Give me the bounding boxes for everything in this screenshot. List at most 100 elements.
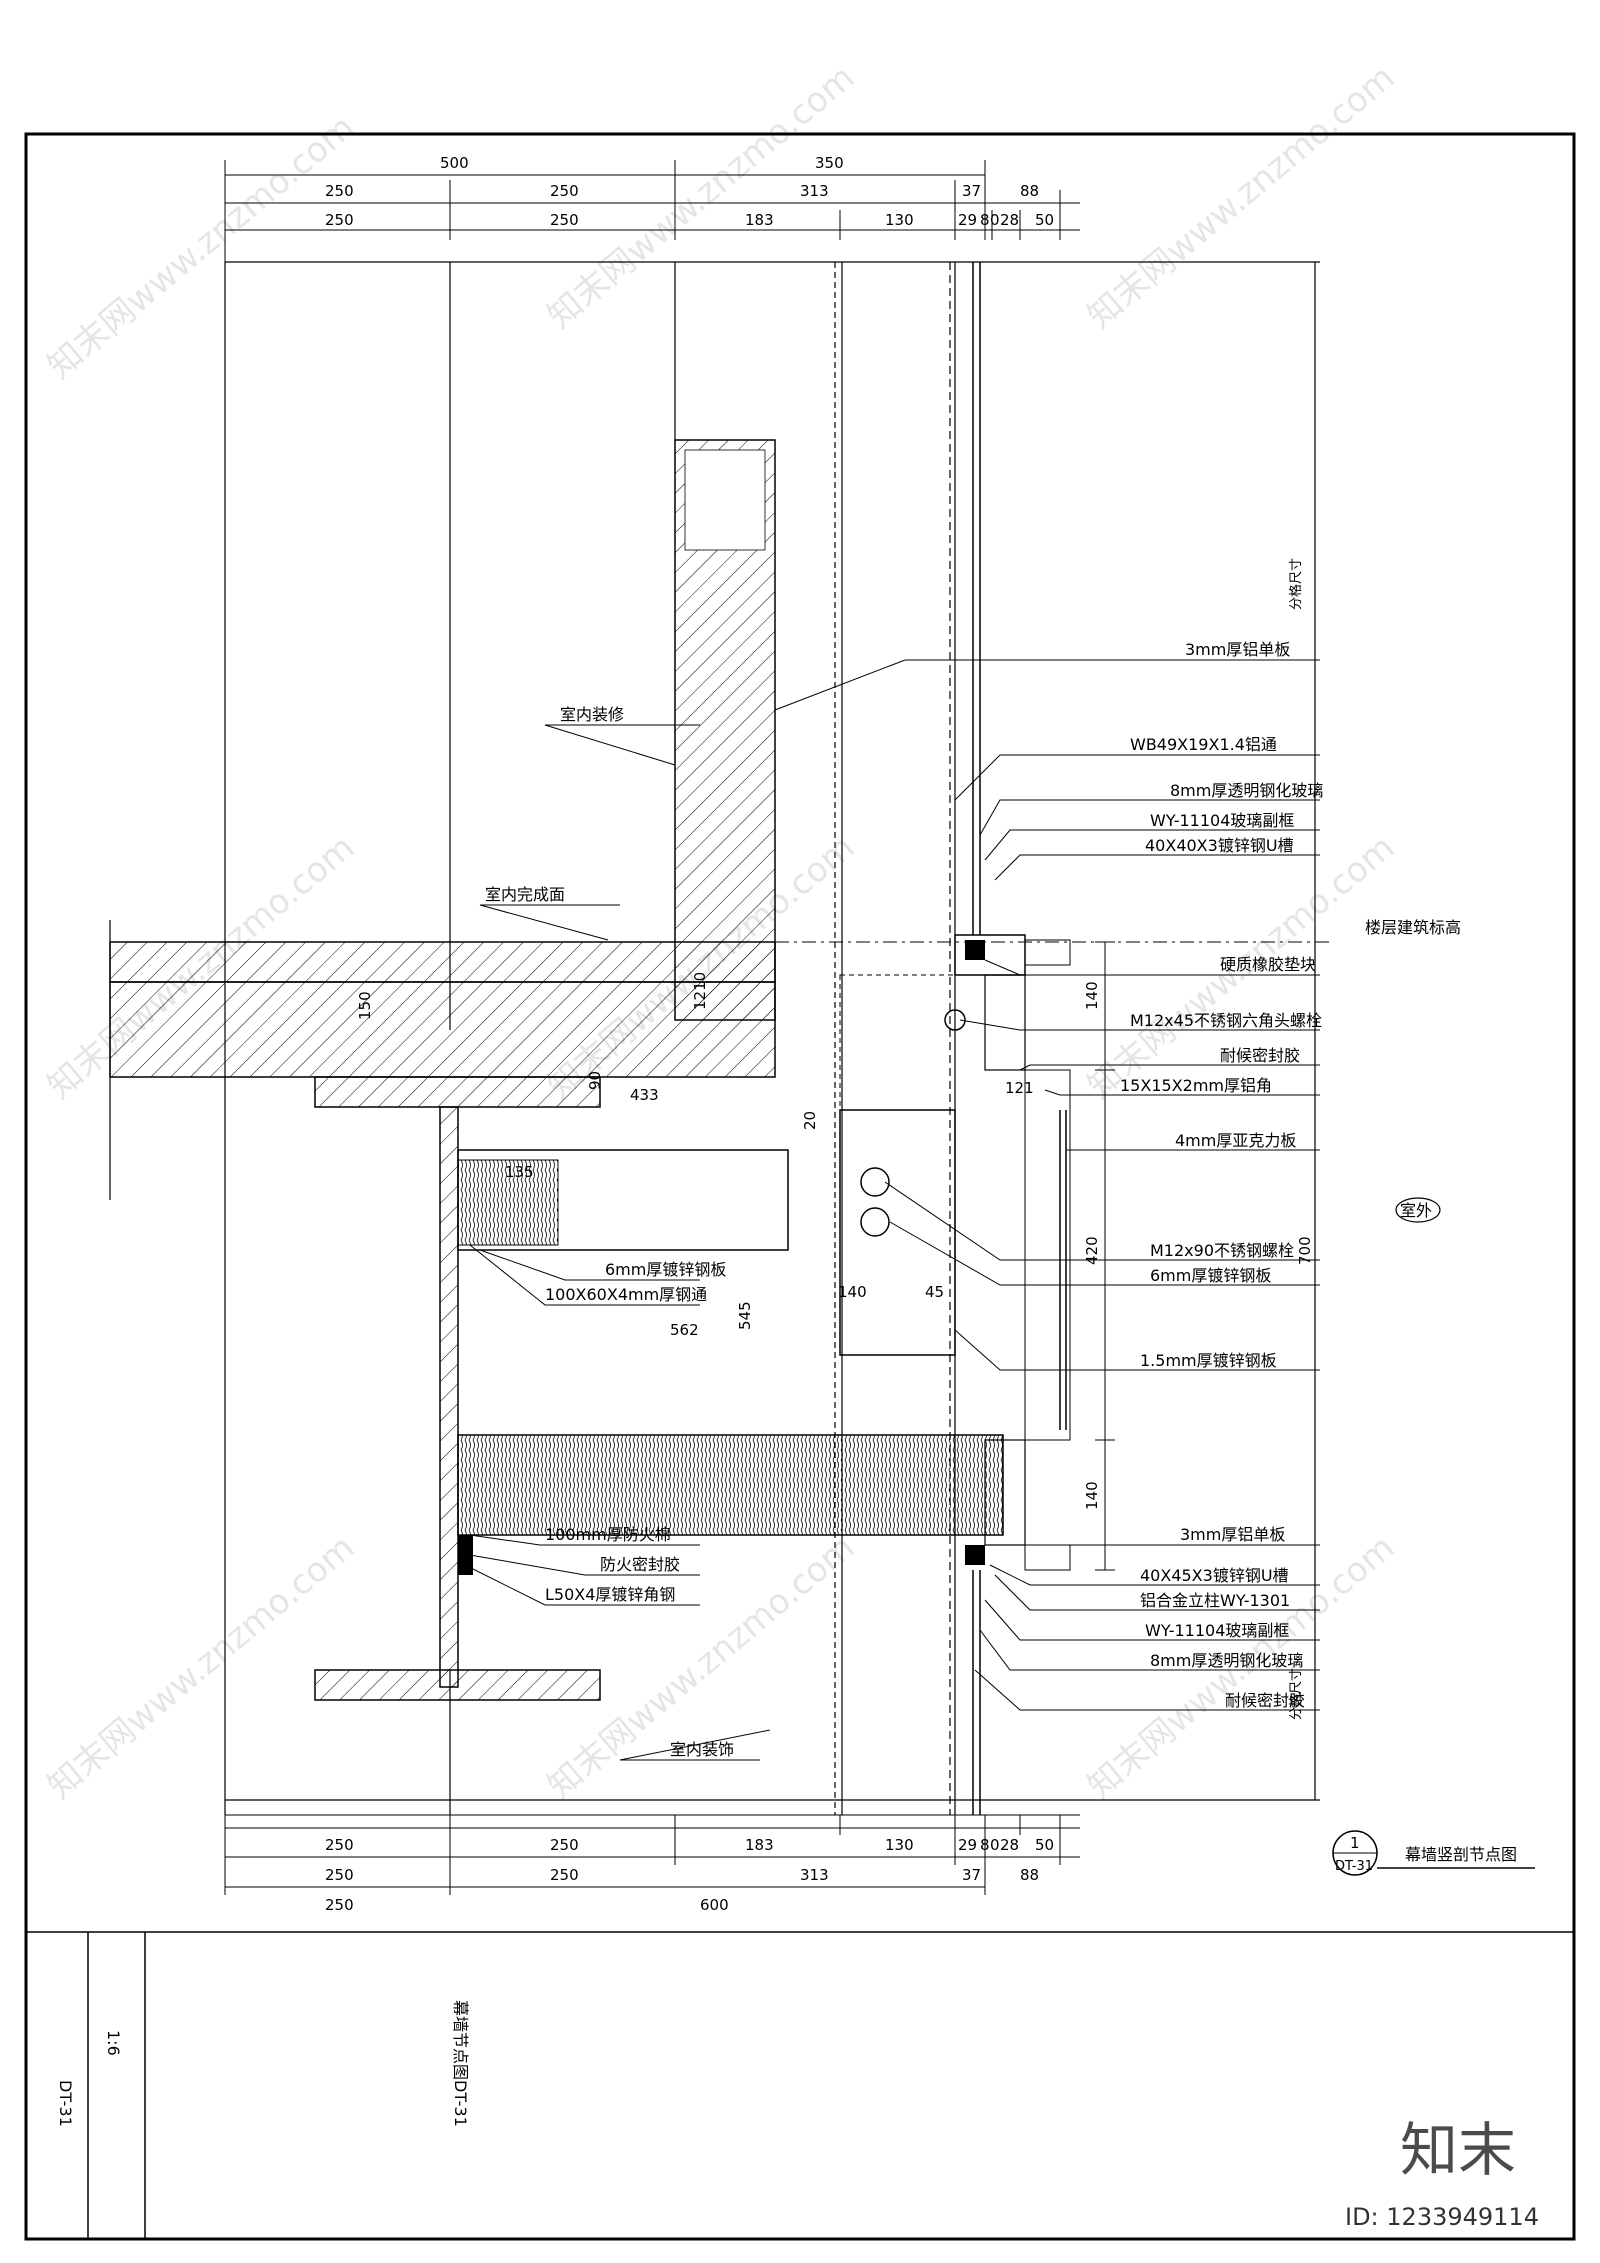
- callout-m12x90-bolt: M12x90不锈钢螺栓: [1150, 1241, 1294, 1260]
- detail-tag: 1 DT-31 幕墙竖剖节点图: [1332, 1830, 1535, 1876]
- callout-steel-tube: 100X60X4mm厚钢通: [545, 1285, 707, 1304]
- bolt-m12x90-upper: [860, 1167, 890, 1197]
- svg-text:37: 37: [962, 1866, 981, 1884]
- outside-marker: [1395, 1197, 1441, 1223]
- floor-finish-layer: [109, 941, 776, 983]
- svg-text:知末网www.znzmo.com: 知末网www.znzmo.com: [40, 1527, 362, 1806]
- svg-text:130: 130: [885, 1836, 914, 1854]
- callout-aluminum-angle: 15X15X2mm厚铝角: [1120, 1076, 1272, 1095]
- callout-finish-surface: 室内完成面: [485, 885, 565, 904]
- bolt-m12x45: [944, 1009, 966, 1031]
- internal-dims: 150 1210 433 90 20 135 562 545 140 45 12…: [356, 972, 1034, 1339]
- svg-text:50: 50: [1035, 211, 1054, 229]
- svg-text:88: 88: [1020, 182, 1039, 200]
- svg-text:分格尺寸: 分格尺寸: [1288, 558, 1304, 610]
- watermark-id: ID: 1233949114: [1345, 2203, 1539, 2231]
- svg-text:313: 313: [800, 1866, 829, 1884]
- svg-text:250: 250: [325, 1896, 354, 1914]
- svg-text:20: 20: [801, 1111, 819, 1130]
- detail-title: 幕墙竖剖节点图: [1405, 1845, 1517, 1864]
- svg-text:700: 700: [1296, 1236, 1314, 1265]
- callout-floor-level: 楼层建筑标高: [1365, 918, 1461, 937]
- sheet-title: 幕墙节点图DT-31: [451, 2000, 470, 2127]
- rubber-pad-top: [965, 940, 985, 960]
- svg-text:知末网www.znzmo.com: 知末网www.znzmo.com: [1080, 57, 1402, 336]
- svg-text:500: 500: [440, 154, 469, 172]
- callout-u-channel-bottom: 40X45X3镀锌钢U槽: [1140, 1566, 1289, 1585]
- top-dim-text: 500 350 250 250 313 37 88 250 250 183 13…: [325, 154, 1054, 229]
- concrete-slab: [109, 981, 776, 1078]
- svg-text:88: 88: [1020, 1866, 1039, 1884]
- svg-text:29: 29: [958, 211, 977, 229]
- outside-label: 室外: [1400, 1201, 1432, 1220]
- callout-aluminum-panel-top: 3mm厚铝单板: [1185, 640, 1290, 659]
- bottom-dim-text: 250 250 183 130 29 8 0 28 50 250 250 313…: [325, 1836, 1054, 1914]
- svg-text:250: 250: [325, 1836, 354, 1854]
- glass-panes: [972, 262, 1067, 1815]
- svg-text:433: 433: [630, 1086, 659, 1104]
- svg-text:600: 600: [700, 1896, 729, 1914]
- svg-text:8: 8: [980, 211, 990, 229]
- bracket-plate: [839, 1109, 956, 1356]
- callout-interior-finish: 室内装修: [560, 705, 624, 724]
- callout-aluminum-tube: WB49X19X1.4铝通: [1130, 735, 1277, 754]
- svg-text:250: 250: [550, 182, 579, 200]
- svg-text:知末网www.znzmo.com: 知末网www.znzmo.com: [540, 1527, 862, 1806]
- callout-hex-bolt: M12x45不锈钢六角头螺栓: [1130, 1011, 1322, 1030]
- svg-text:250: 250: [550, 211, 579, 229]
- svg-text:150: 150: [356, 991, 374, 1020]
- svg-text:313: 313: [800, 182, 829, 200]
- callout-tempered-glass-bottom: 8mm厚透明钢化玻璃: [1150, 1651, 1303, 1670]
- galvanized-plate-6mm: [457, 1159, 559, 1246]
- svg-text:183: 183: [745, 211, 774, 229]
- svg-text:250: 250: [325, 1866, 354, 1884]
- svg-text:350: 350: [815, 154, 844, 172]
- svg-text:250: 250: [325, 211, 354, 229]
- aluminum-panel-upper: [1024, 939, 1071, 966]
- svg-text:121: 121: [1005, 1079, 1034, 1097]
- svg-text:140: 140: [1083, 1481, 1101, 1510]
- svg-text:8: 8: [980, 1836, 990, 1854]
- svg-text:29: 29: [958, 1836, 977, 1854]
- scale-text: 1:6: [104, 2030, 123, 2056]
- leader-lines: [464, 659, 1320, 1761]
- svg-text:545: 545: [736, 1301, 754, 1330]
- svg-text:250: 250: [550, 1836, 579, 1854]
- callout-angle-steel: L50X4厚镀锌角钢: [545, 1585, 675, 1604]
- svg-text:562: 562: [670, 1321, 699, 1339]
- svg-text:420: 420: [1083, 1236, 1101, 1265]
- angle-steel-l50x4: [458, 1535, 473, 1575]
- callout-steel-plate-1-5mm: 1.5mm厚镀锌钢板: [1140, 1351, 1277, 1370]
- acrylic-panel-frame: [1024, 1069, 1071, 1441]
- callout-interior-decoration: 室内装饰: [670, 1740, 734, 1759]
- mullion-body-lower: [984, 1439, 1026, 1546]
- beam-bottom-flange: [314, 1669, 601, 1701]
- callout-sealant-top: 耐候密封胶: [1220, 1046, 1300, 1065]
- fireproof-wool-100mm: [457, 1434, 1004, 1536]
- mullion-body-upper: [984, 974, 1026, 1071]
- callout-acrylic-panel: 4mm厚亚克力板: [1175, 1131, 1296, 1150]
- svg-text:37: 37: [962, 182, 981, 200]
- right-callouts: 3mm厚铝单板 WB49X19X1.4铝通 8mm厚透明钢化玻璃 WY-1110…: [1120, 640, 1461, 1710]
- callout-fire-wool: 100mm厚防火棉: [545, 1525, 671, 1544]
- beam-web: [439, 1106, 459, 1688]
- svg-text:135: 135: [505, 1163, 534, 1181]
- connector-box: [839, 974, 956, 1111]
- svg-text:0: 0: [990, 1836, 1000, 1854]
- right-dim-text: 分格尺寸 140 420 700 140 分格尺寸: [1083, 558, 1314, 1720]
- outer-frame: [24, 132, 1576, 2241]
- callout-rubber-pad: 硬质橡胶垫块: [1220, 955, 1316, 974]
- svg-text:130: 130: [885, 211, 914, 229]
- callout-fire-sealant: 防火密封胶: [600, 1555, 680, 1574]
- grid-lines: [224, 261, 1320, 1815]
- svg-text:140: 140: [1083, 981, 1101, 1010]
- interior-finish-top-fill: [684, 449, 766, 551]
- sheet-code: DT-31: [56, 2080, 75, 2127]
- svg-text:28: 28: [1000, 1836, 1019, 1854]
- svg-text:50: 50: [1035, 1836, 1054, 1854]
- svg-text:1210: 1210: [691, 972, 709, 1010]
- svg-text:分格尺寸: 分格尺寸: [1288, 1668, 1304, 1720]
- callout-steel-plate-6mm-right: 6mm厚镀锌钢板: [1150, 1266, 1271, 1285]
- callout-mullion: 铝合金立柱WY-1301: [1140, 1591, 1290, 1610]
- callout-glass-subframe-bottom: WY-11104玻璃副框: [1145, 1621, 1289, 1640]
